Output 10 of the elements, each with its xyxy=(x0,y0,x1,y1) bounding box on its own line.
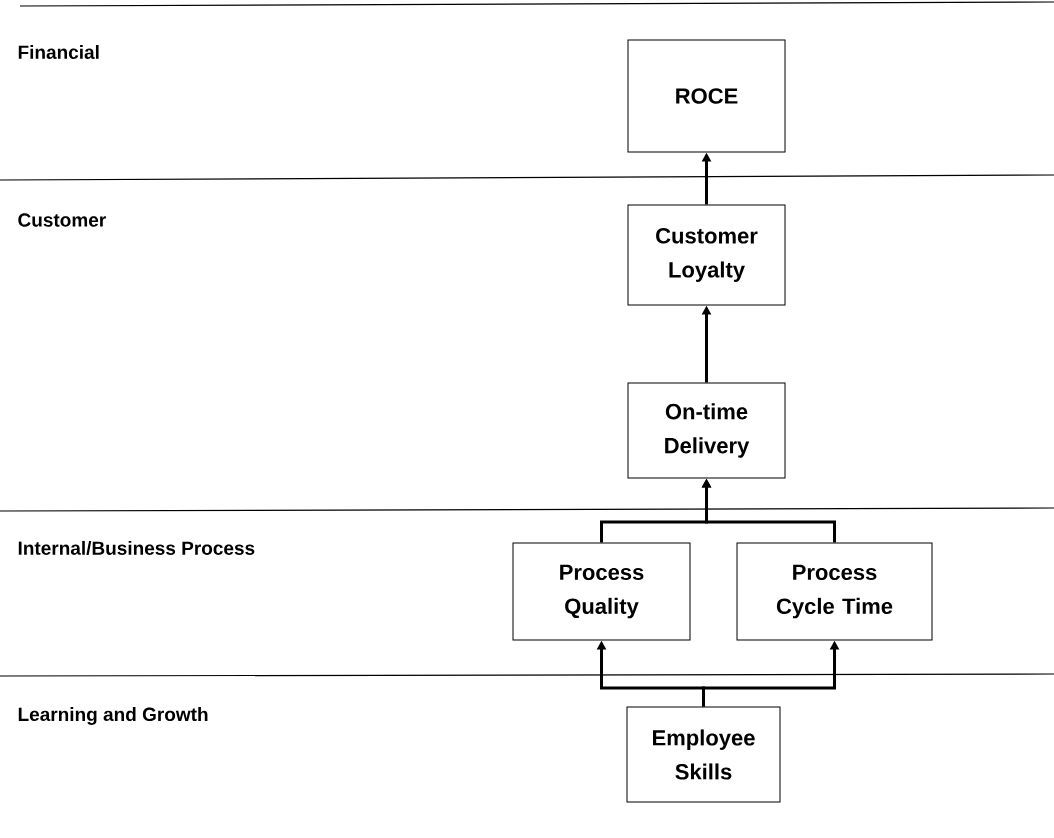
process-box: Customer Loyalty xyxy=(627,204,786,306)
band-label: Customer xyxy=(18,213,106,227)
band-label: Learning and Growth xyxy=(18,707,208,725)
process-box: ROCE xyxy=(627,39,786,153)
band-label: Internal/Business Process xyxy=(18,540,255,556)
process-box: Process Quality xyxy=(512,542,691,641)
band-label: Financial xyxy=(18,45,99,59)
process-box: Employee Skills xyxy=(626,706,781,803)
process-box: On-time Delivery xyxy=(627,382,786,479)
process-box: Process Cycle Time xyxy=(736,542,933,641)
